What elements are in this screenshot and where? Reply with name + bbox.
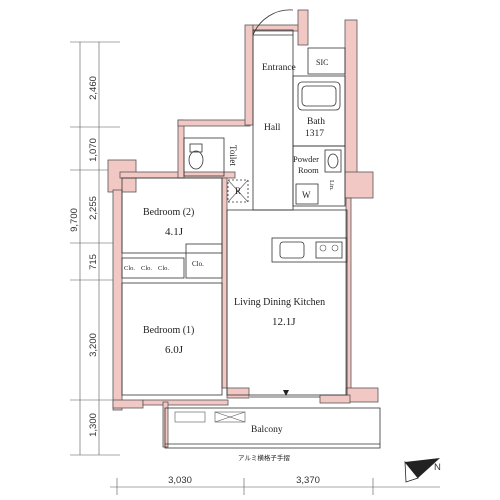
label-balcony: Balcony <box>251 425 283 435</box>
label-linen: Lin. <box>328 180 335 191</box>
dim-left-1070: 1,070 <box>88 138 99 162</box>
label-closet-b: Clo. <box>141 265 152 272</box>
label-bedroom1: Bedroom (1) <box>143 325 194 336</box>
entry-arrow <box>283 390 289 396</box>
dim-left-1300: 1,300 <box>88 413 99 437</box>
washbasin <box>324 149 342 173</box>
label-closet-a: Clo. <box>124 265 135 272</box>
bathtub <box>297 81 341 111</box>
compass-north-label: N <box>434 462 441 473</box>
label-ldk-size: 12.1J <box>272 316 296 328</box>
bottom-dimension-lines <box>110 478 440 495</box>
label-refrigerator: R <box>235 186 241 196</box>
entrance-door-swing <box>252 9 294 36</box>
label-closet-c: Clo. <box>158 265 169 272</box>
dim-left-2255: 2,255 <box>88 196 99 220</box>
left-dimension-lines <box>70 41 120 456</box>
kitchen-counter <box>271 237 348 263</box>
label-closet-bedroom2: Clo. <box>192 260 204 268</box>
label-balcony-note: アルミ横格子手摺 <box>238 453 290 462</box>
dim-bottom-3030: 3,030 <box>168 475 192 486</box>
dim-left-3200: 3,200 <box>88 333 99 357</box>
label-sic: SIC <box>316 58 328 67</box>
dim-left-715: 715 <box>88 254 99 270</box>
dim-total-height: 9,700 <box>69 208 80 232</box>
balcony-window <box>174 411 246 423</box>
label-bedroom1-size: 6.0J <box>165 344 184 356</box>
label-toilet: Toilet <box>228 145 238 166</box>
compass-icon <box>404 458 440 483</box>
label-bedroom2: Bedroom (2) <box>143 207 194 218</box>
dim-bottom-3370: 3,370 <box>296 475 320 486</box>
walls <box>107 9 379 448</box>
label-hall: Hall <box>264 123 281 133</box>
fridge-space <box>227 179 249 203</box>
label-entrance: Entrance <box>262 63 296 73</box>
toilet-fixture <box>188 143 204 170</box>
label-powder-1: Powder <box>293 154 319 164</box>
washer-box <box>295 183 319 205</box>
label-bath: Bath <box>307 117 325 127</box>
label-bedroom2-size: 4.1J <box>165 226 184 238</box>
label-ldk: Living Dining Kitchen <box>234 297 325 308</box>
room-outlines <box>121 29 381 449</box>
label-washer: W <box>302 190 311 200</box>
label-powder-2: Room <box>298 165 319 175</box>
dim-left-2460: 2,460 <box>88 76 99 100</box>
label-bath-size: 1317 <box>305 129 324 139</box>
